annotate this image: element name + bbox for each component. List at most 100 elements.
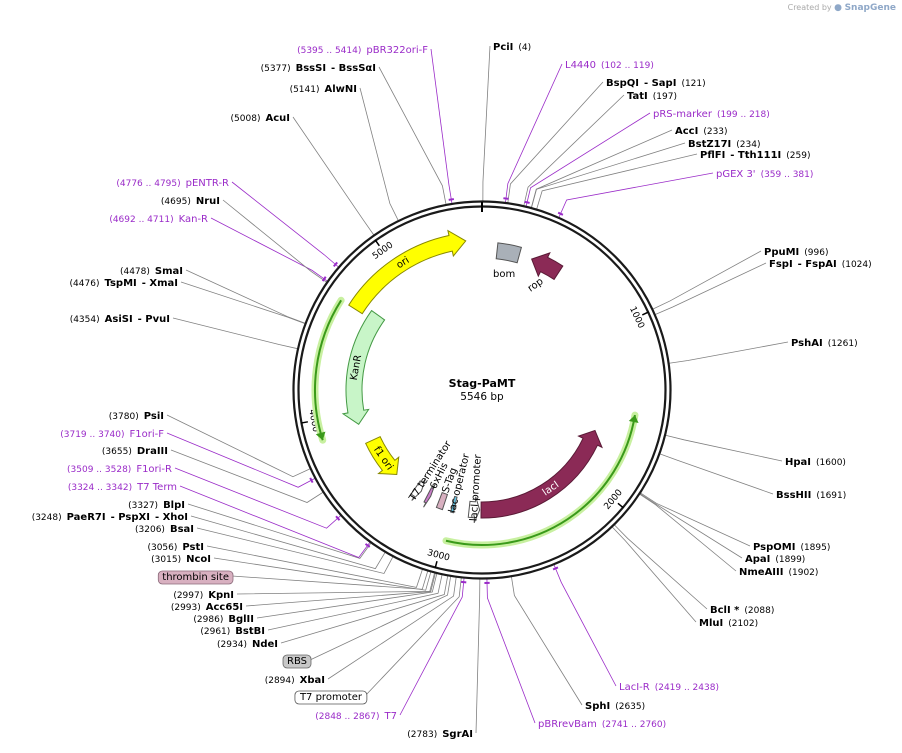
label-part: (2894) bbox=[265, 676, 295, 686]
enzyme-name: SgrAI bbox=[442, 729, 473, 740]
orf-left-arc bbox=[314, 299, 342, 441]
site-label-nrui: (4695)NruI bbox=[161, 196, 220, 207]
site-label-xbai: (2894)XbaI bbox=[265, 675, 325, 686]
site-label-f1ori-f: (3719 .. 3740)F1ori-F bbox=[60, 429, 164, 440]
feature-label-rop: rop bbox=[526, 276, 546, 294]
tick-3000 bbox=[434, 560, 438, 569]
site-labels: PciI(4)L4440(102 .. 119)BspQI- SapI(121)… bbox=[32, 42, 872, 740]
label-part: pENTR-R bbox=[186, 178, 229, 189]
leader-2 bbox=[507, 81, 604, 203]
site-label-rbs: RBS bbox=[287, 656, 307, 667]
label-part: (1261) bbox=[828, 339, 858, 349]
feature-box-32 bbox=[157, 570, 234, 585]
leader-46 bbox=[210, 217, 328, 282]
label-part: (2961) bbox=[200, 627, 230, 637]
site-label-apai: ApaI(1899) bbox=[745, 554, 805, 565]
leader-48 bbox=[231, 181, 339, 268]
tick-1000 bbox=[641, 311, 649, 316]
enzyme-name: NruI bbox=[196, 196, 220, 207]
site-leader-lines bbox=[166, 45, 789, 734]
feature-bom bbox=[495, 242, 523, 264]
label-part: (3327) bbox=[128, 501, 158, 511]
label-part: (197) bbox=[653, 92, 677, 102]
primer-mark-52 bbox=[448, 198, 455, 201]
primer-mark-48 bbox=[333, 261, 338, 268]
enzyme-name: PsiI bbox=[144, 411, 164, 422]
site-label-pbr322ori-f: (5395 .. 5414) pBR322ori-F bbox=[297, 45, 428, 56]
label-part: (1600) bbox=[816, 458, 846, 468]
label-part: (5395 .. 5414) bbox=[297, 46, 361, 56]
leader-29 bbox=[256, 573, 438, 619]
enzyme-name: ApaI bbox=[745, 554, 770, 565]
enzyme-name: - BssSαI bbox=[331, 63, 376, 74]
leader-30 bbox=[245, 573, 436, 607]
leader-24 bbox=[364, 577, 462, 697]
leader-39 bbox=[174, 467, 342, 529]
label-part: RBS bbox=[287, 656, 307, 667]
leader-19 bbox=[553, 564, 617, 687]
label-part: T7 Term bbox=[136, 482, 177, 493]
site-label-bcli: BclI *(2088) bbox=[710, 605, 774, 616]
site-label-pflfi: PflFI- Tth111I(259) bbox=[700, 150, 810, 161]
label-part: (4476) bbox=[70, 279, 100, 289]
site-label-sgrai: (2783)SgrAI bbox=[407, 729, 473, 740]
leader-27 bbox=[280, 575, 449, 644]
enzyme-name: MluI bbox=[699, 618, 723, 629]
site-label-nmeaiii: NmeAIII(1902) bbox=[739, 567, 818, 578]
tick-label-1000: 1000 bbox=[627, 305, 646, 330]
feature-label-kanr: KanR bbox=[349, 354, 364, 381]
leader-4 bbox=[525, 112, 651, 207]
site-label-pspomi: PspOMI(1895) bbox=[753, 542, 830, 553]
site-label-f1ori-r: (3509 .. 3528)F1ori-R bbox=[67, 464, 172, 475]
leader-9 bbox=[652, 250, 762, 310]
site-label-pentr-r: (4776 .. 4795) pENTR-R bbox=[116, 178, 229, 189]
enzyme-name: - PspXI bbox=[111, 512, 150, 523]
leader-11 bbox=[669, 341, 789, 364]
site-label-alwni: (5141)AlwNI bbox=[290, 84, 357, 95]
label-part: (259) bbox=[786, 151, 810, 161]
leader-16 bbox=[639, 493, 737, 572]
site-label-prs-marker: pRS-marker(199 .. 218) bbox=[653, 109, 770, 120]
leader-12 bbox=[665, 434, 783, 462]
enzyme-name: PciI bbox=[493, 42, 513, 53]
label-part: (4776 .. 4795) bbox=[116, 179, 180, 189]
site-label-t7: (2848 .. 2867)T7 bbox=[315, 711, 397, 722]
label-part: F1ori-F bbox=[130, 429, 165, 440]
leader-41 bbox=[166, 432, 316, 488]
leader-36 bbox=[190, 515, 386, 570]
label-part: (3206) bbox=[135, 525, 165, 535]
enzyme-name: KpnI bbox=[208, 590, 234, 601]
feature-ori bbox=[348, 229, 467, 315]
site-label-bspqi: BspQI- SapI(121) bbox=[606, 78, 706, 89]
site-label-bsss-i: (5377)BssSI- BssSαI bbox=[261, 63, 376, 74]
site-label-kpni: (2997) KpnI bbox=[173, 590, 234, 601]
label-part: (4478) bbox=[120, 267, 150, 277]
feature-rop bbox=[530, 251, 564, 281]
plasmid-name: Stag-PaMT bbox=[449, 377, 516, 390]
site-label-kan-r: (4692 .. 4711)Kan-R bbox=[109, 214, 208, 225]
leader-8 bbox=[558, 172, 714, 218]
site-label-bsshii: BssHII(1691) bbox=[776, 490, 846, 501]
feature-box-24 bbox=[294, 690, 368, 705]
enzyme-name: AccI bbox=[675, 126, 698, 137]
enzyme-name: - PvuI bbox=[138, 314, 170, 325]
tick-label-5000: 5000 bbox=[371, 240, 396, 262]
leader-17 bbox=[614, 524, 708, 610]
primer-mark-1 bbox=[503, 197, 509, 200]
label-part: (2741 .. 2760) bbox=[602, 720, 666, 730]
label-part: T7 bbox=[384, 711, 397, 722]
site-label-draiii: (3655)DraIII bbox=[102, 446, 168, 457]
label-part: (3248) bbox=[32, 513, 62, 523]
site-label-acci: AccI(233) bbox=[675, 126, 728, 137]
feature-laci bbox=[480, 429, 603, 519]
label-part: (1691) bbox=[816, 491, 846, 501]
label-part: pBR322ori-F bbox=[366, 45, 428, 56]
tick-2000 bbox=[617, 502, 624, 509]
leader-21 bbox=[486, 578, 536, 724]
leader-44 bbox=[180, 281, 306, 325]
tick-5000 bbox=[374, 239, 380, 247]
label-part: (2997) bbox=[173, 591, 203, 601]
enzyme-name: NcoI bbox=[186, 554, 211, 565]
enzyme-name: SmaI bbox=[155, 266, 183, 277]
